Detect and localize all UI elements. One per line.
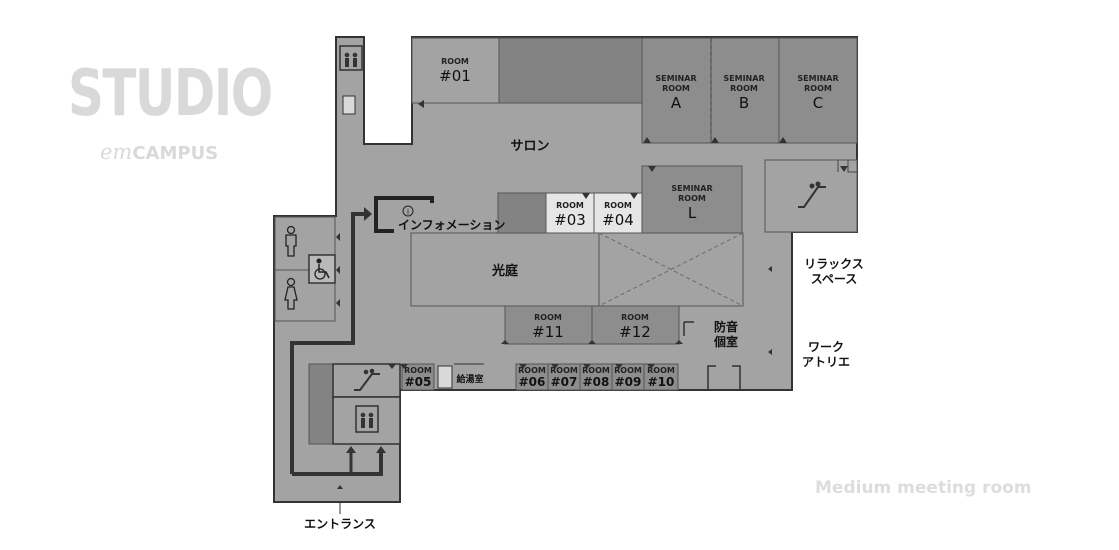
work-atelier-partition	[707, 365, 741, 390]
relax-label-2: スペース	[811, 272, 858, 286]
seminar-c-line2: ROOM	[804, 84, 832, 93]
seminar-room-a[interactable]: SEMINAR ROOM A	[641, 37, 712, 144]
room-09[interactable]: ROOM #09	[611, 363, 645, 391]
room-09-number: #09	[615, 375, 642, 389]
vending-machine-icon-top	[342, 95, 356, 115]
info-icon: i	[402, 205, 414, 217]
seminar-a-line1: SEMINAR	[655, 74, 696, 83]
room-06-number: #06	[519, 375, 546, 389]
seminar-b-line1: SEMINAR	[723, 74, 764, 83]
room-03[interactable]: ROOM #03	[545, 192, 595, 234]
courtyard-label: 光庭	[491, 263, 519, 279]
room-12-label: ROOM	[621, 313, 649, 322]
vending-machine-icon	[437, 365, 453, 389]
room-07-number: #07	[551, 375, 578, 389]
seminar-l-line2: ROOM	[678, 194, 706, 203]
storage-block-top	[498, 37, 643, 104]
soundproof-label-1: 防音	[714, 319, 738, 334]
seminar-l-letter: L	[688, 204, 697, 222]
seminar-room-c[interactable]: SEMINAR ROOM C	[778, 37, 858, 144]
room-04[interactable]: ROOM #04	[593, 192, 643, 234]
info-desk	[374, 196, 434, 233]
seminar-a-line2: ROOM	[662, 84, 690, 93]
room-10[interactable]: ROOM #10	[643, 363, 679, 391]
room-11[interactable]: ROOM #11	[504, 305, 593, 345]
route-arrow-head	[364, 207, 372, 221]
female-restroom-icon	[284, 277, 298, 310]
room-01-number: #01	[439, 67, 471, 85]
wall-notch-right	[837, 160, 857, 173]
seminar-c-line1: SEMINAR	[797, 74, 838, 83]
room-10-number: #10	[648, 375, 675, 389]
room-01[interactable]: ROOM #01	[411, 37, 500, 104]
room-04-number: #04	[602, 211, 634, 229]
room-12[interactable]: ROOM #12	[591, 305, 680, 345]
courtyard: 光庭	[410, 232, 600, 307]
kitchen-label: 給湯室	[456, 373, 483, 385]
room-05-label: ROOM	[404, 366, 432, 375]
room-06[interactable]: ROOM #06	[515, 363, 549, 391]
door-markers	[336, 100, 848, 369]
relax-label-1: リラックス	[804, 257, 864, 271]
entrance-route	[292, 452, 383, 476]
work-label-2: アトリエ	[802, 355, 850, 369]
seminar-c-letter: C	[813, 94, 823, 112]
seminar-room-b[interactable]: SEMINAR ROOM B	[710, 37, 780, 144]
soundproof-booth-outline	[683, 321, 694, 336]
room-11-label: ROOM	[534, 313, 562, 322]
seminar-a-letter: A	[671, 94, 682, 112]
room-08-label: ROOM	[582, 366, 610, 375]
brand-campus: CAMPUS	[132, 143, 219, 164]
room-12-number: #12	[619, 323, 651, 341]
room-03-label: ROOM	[556, 201, 584, 210]
footer-label: Medium meeting room	[815, 478, 1032, 498]
guide-route-path	[290, 212, 366, 474]
room-11-number: #11	[532, 323, 564, 341]
room-09-label: ROOM	[614, 366, 642, 375]
room-05[interactable]: ROOM #05	[401, 363, 435, 391]
elevator-block-left	[332, 396, 401, 445]
escalator-icon-right	[798, 181, 826, 208]
salon-label: サロン	[510, 139, 549, 154]
room-05-number: #05	[405, 375, 432, 389]
room-01-label: ROOM	[441, 57, 469, 66]
room-07[interactable]: ROOM #07	[547, 363, 581, 391]
room-06-label: ROOM	[518, 366, 546, 375]
seminar-b-line2: ROOM	[730, 84, 758, 93]
seminar-room-l[interactable]: SEMINAR ROOM L	[641, 165, 743, 234]
entrance-door-marker	[337, 485, 343, 489]
room-08-number: #08	[583, 375, 610, 389]
entrance-arrow-1	[346, 446, 356, 453]
accessible-restroom-icon	[308, 254, 336, 284]
male-restroom-icon	[285, 225, 297, 257]
brand-campus-logo: emCAMPUS	[100, 140, 218, 164]
room-10-label: ROOM	[647, 366, 675, 375]
escalator-icon-lower	[354, 368, 380, 391]
kitchenette: 給湯室	[437, 363, 484, 389]
info-icon-symbol: i	[407, 208, 409, 217]
void-area	[598, 232, 744, 307]
room-07-label: ROOM	[550, 366, 578, 375]
seminar-l-line1: SEMINAR	[671, 184, 712, 193]
room-08[interactable]: ROOM #08	[579, 363, 613, 391]
brand-em: em	[100, 140, 133, 164]
soundproof-label-2: 個室	[713, 334, 738, 349]
service-shaft	[308, 363, 334, 445]
work-label-1: ワーク	[808, 340, 844, 354]
info-label: インフォメーション	[398, 218, 505, 232]
room-03-number: #03	[554, 211, 586, 229]
entrance-arrow-2	[376, 446, 386, 453]
seminar-b-letter: B	[739, 94, 749, 112]
elevator-icon-lower	[355, 405, 379, 433]
entrance-label: エントランス	[304, 517, 376, 531]
room-04-label: ROOM	[604, 201, 632, 210]
elevator-icon-top	[339, 45, 363, 71]
storage-block-mid	[497, 192, 547, 234]
